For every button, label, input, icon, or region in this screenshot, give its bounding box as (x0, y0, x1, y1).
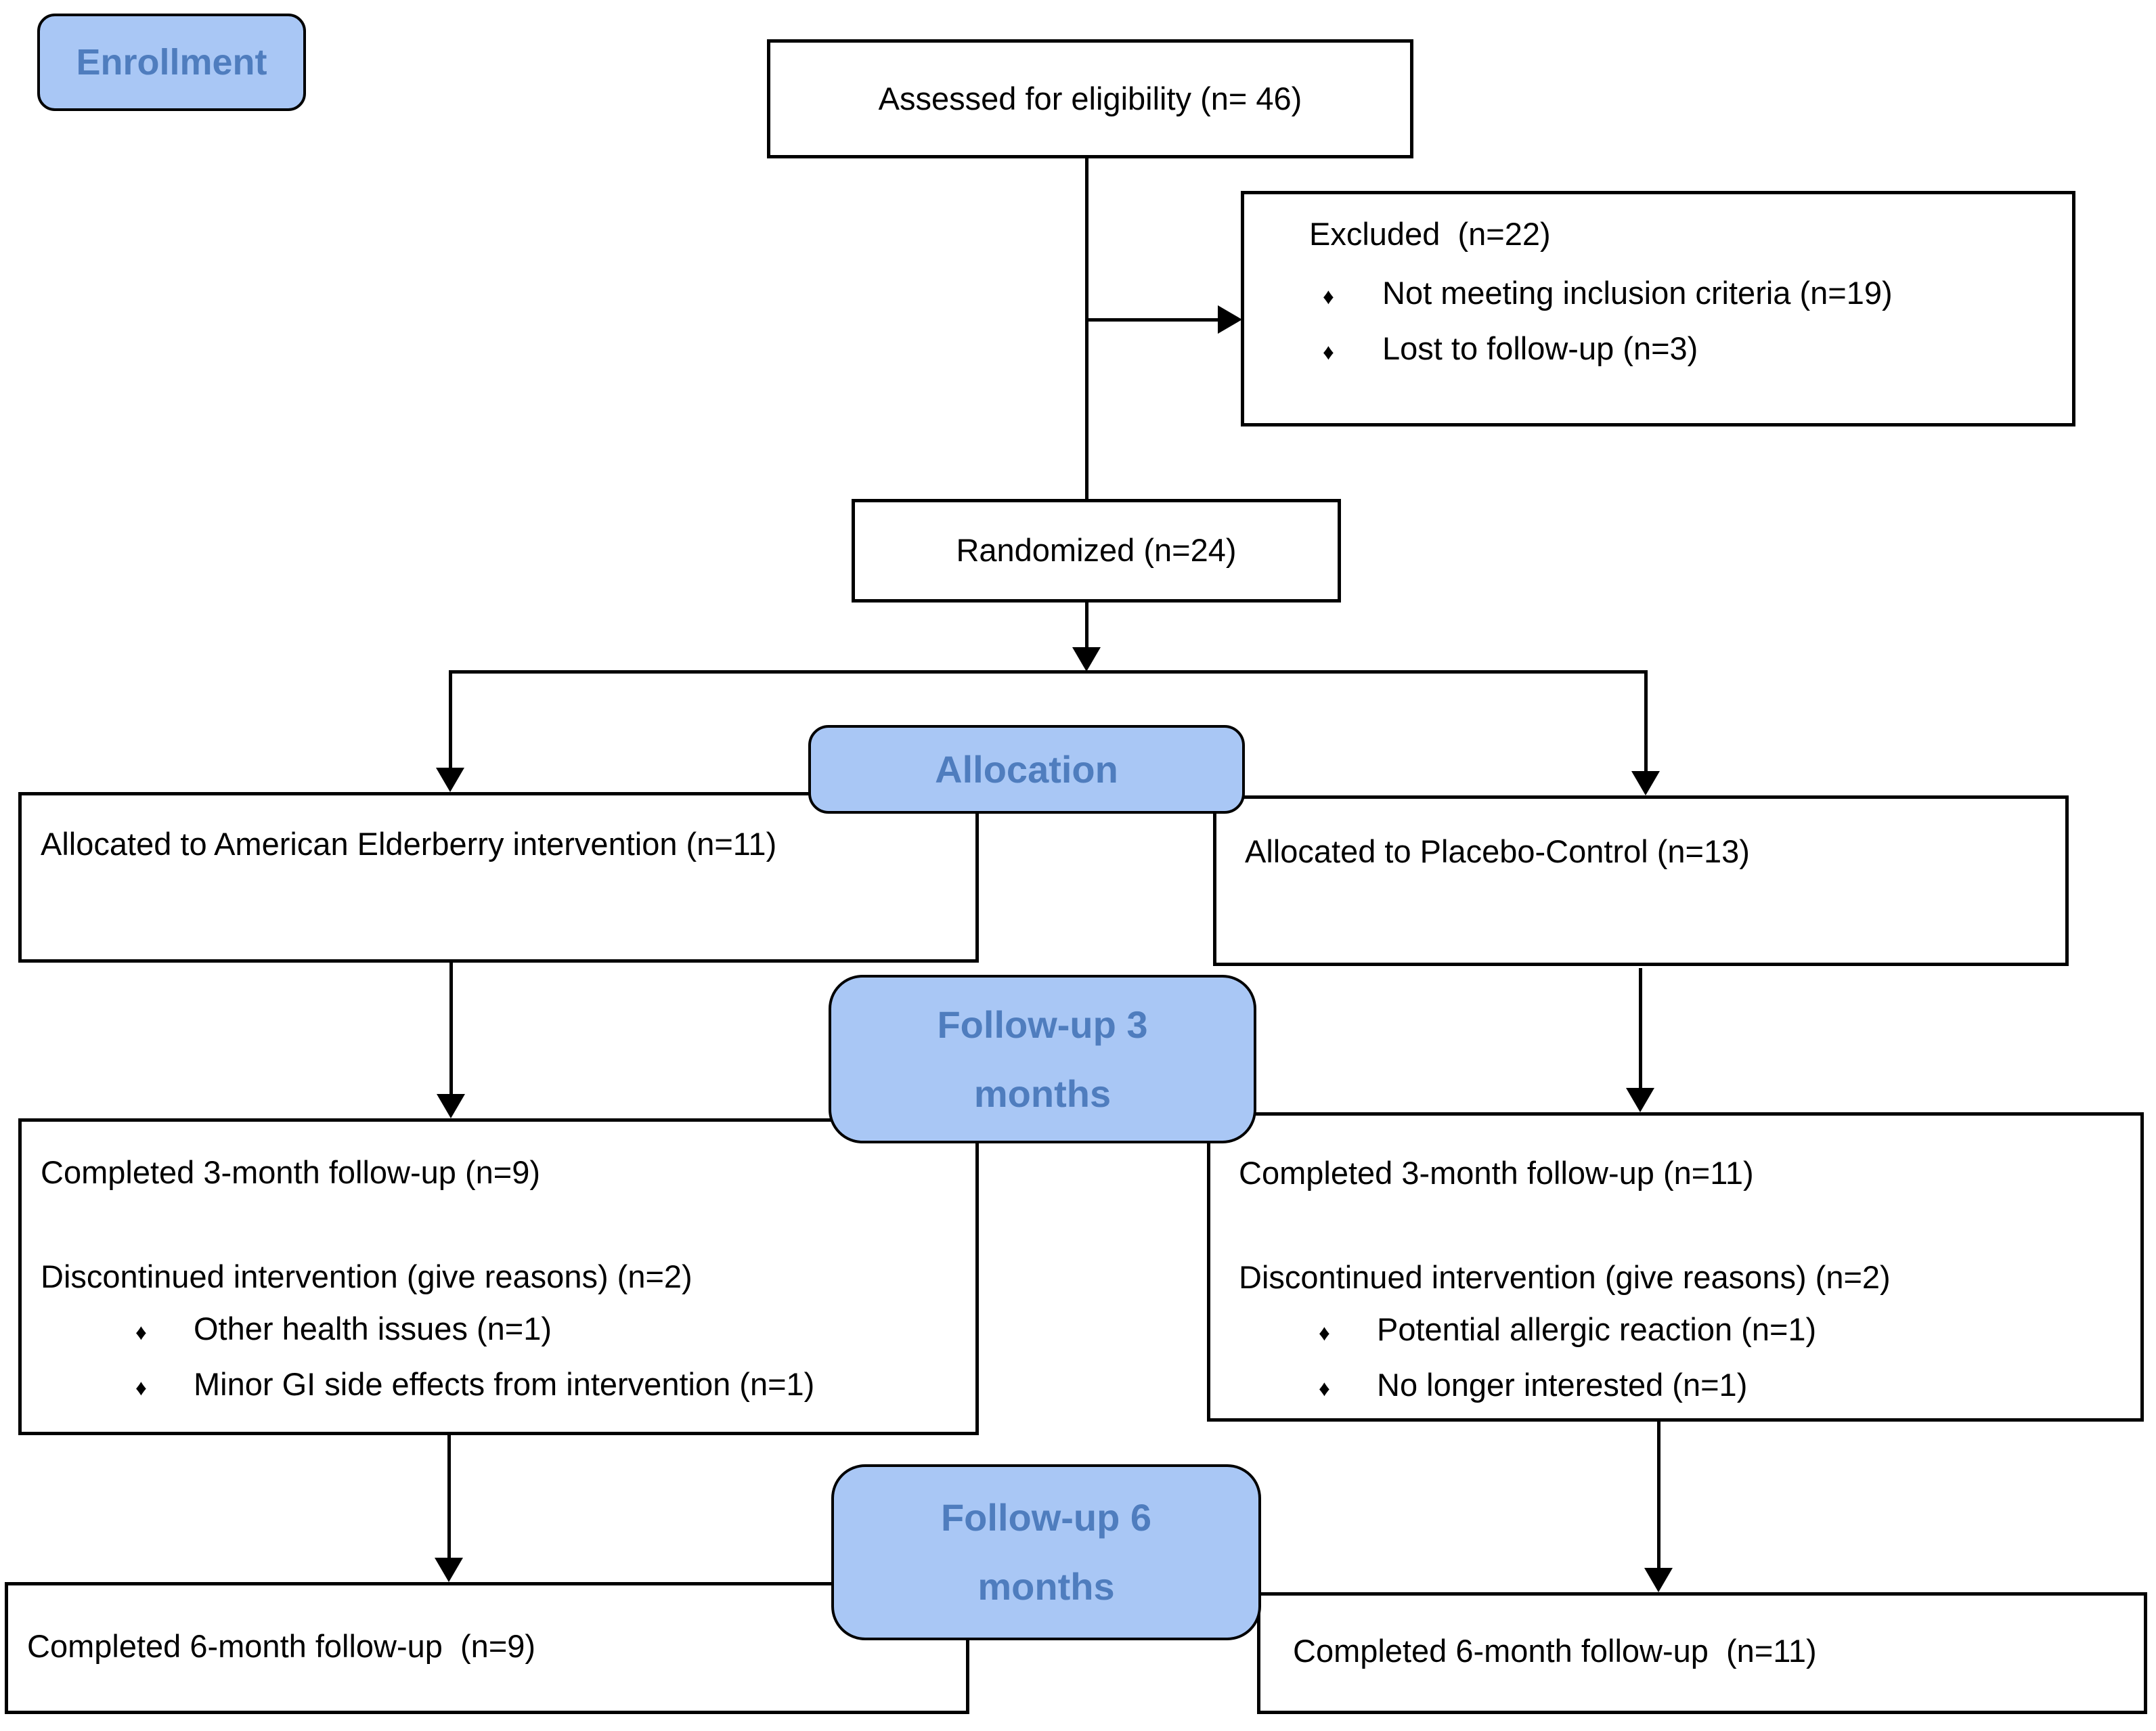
line-randomized-to-branch (1085, 602, 1088, 651)
bullet-diamond-icon: ♦ (1323, 339, 1334, 364)
stage-followup-3-months: Follow-up 3 months (829, 975, 1256, 1143)
arrowhead-followup6-right-icon (1644, 1568, 1673, 1592)
box-allocated-placebo: Allocated to Placebo-Control (n=13) (1213, 795, 2069, 966)
box-followup3-intervention: Completed 3-month follow-up (n=9) Discon… (18, 1118, 979, 1435)
arrowhead-followup3-left-icon (437, 1094, 465, 1118)
followup6-label-line1: Follow-up 6 (940, 1496, 1152, 1539)
arrowhead-followup3-right-icon (1626, 1088, 1654, 1112)
line-branch-right (1644, 670, 1648, 774)
arrowhead-allocated-right-icon (1631, 771, 1660, 795)
followup3-right-bullet-list: ♦ Potential allergic reaction (n=1) ♦ No… (1239, 1303, 2134, 1414)
enrollment-label: Enrollment (76, 42, 267, 83)
stage-enrollment: Enrollment (37, 14, 306, 111)
followup6-left-text: Completed 6-month follow-up (n=9) (27, 1628, 536, 1664)
followup3-right-line2: Discontinued intervention (give reasons)… (1239, 1259, 1891, 1295)
spacer (1239, 1199, 2134, 1251)
box-excluded: Excluded (n=22) ♦ Not meeting inclusion … (1241, 191, 2075, 426)
excluded-bullet-1: Not meeting inclusion criteria (n=19) (1382, 275, 1893, 311)
followup6-right-text: Completed 6-month follow-up (n=11) (1293, 1633, 1817, 1669)
allocated-placebo-text: Allocated to Placebo-Control (n=13) (1245, 833, 1750, 869)
line-branch-horizontal (449, 670, 1648, 674)
list-item: ♦ No longer interested (n=1) (1239, 1359, 2134, 1414)
arrowhead-branch-icon (1072, 647, 1101, 672)
followup3-label-line2: months (973, 1072, 1112, 1115)
spacer (41, 1198, 969, 1250)
excluded-bullet-2: Lost to follow-up (n=3) (1382, 330, 1698, 366)
list-item: ♦ Lost to follow-up (n=3) (1309, 322, 2059, 378)
list-item: ♦ Other health issues (n=1) (41, 1302, 969, 1358)
allocation-label: Allocation (935, 747, 1118, 791)
line-assessed-to-randomized (1085, 158, 1088, 500)
excluded-title: Excluded (n=22) (1309, 216, 1551, 252)
excluded-bullet-list: ♦ Not meeting inclusion criteria (n=19) … (1309, 267, 2059, 378)
bullet-diamond-icon: ♦ (135, 1375, 147, 1400)
followup3-left-line2: Discontinued intervention (give reasons)… (41, 1258, 692, 1294)
bullet-diamond-icon: ♦ (135, 1319, 147, 1344)
line-left-to-followup6 (447, 1435, 451, 1560)
followup3-right-line1: Completed 3-month follow-up (n=11) (1239, 1155, 1754, 1191)
stage-followup-6-months: Follow-up 6 months (831, 1464, 1261, 1640)
box-assessed: Assessed for eligibility (n= 46) (767, 39, 1413, 158)
line-right-to-followup6 (1657, 1422, 1660, 1569)
followup3-left-bullet-list: ♦ Other health issues (n=1) ♦ Minor GI s… (41, 1302, 969, 1414)
allocated-intervention-text: Allocated to American Elderberry interve… (41, 826, 777, 862)
followup6-label-line2: months (977, 1565, 1115, 1608)
bullet-diamond-icon: ♦ (1319, 1320, 1330, 1345)
bullet-diamond-icon: ♦ (1319, 1376, 1330, 1401)
bullet-diamond-icon: ♦ (1323, 284, 1334, 309)
followup3-left-line1: Completed 3-month follow-up (n=9) (41, 1154, 541, 1190)
stage-allocation: Allocation (808, 725, 1245, 814)
followup3-right-bullet-2: No longer interested (n=1) (1377, 1367, 1748, 1403)
list-item: ♦ Not meeting inclusion criteria (n=19) (1309, 267, 2059, 322)
arrowhead-allocated-left-icon (436, 768, 464, 792)
box-followup3-placebo: Completed 3-month follow-up (n=11) Disco… (1207, 1112, 2144, 1422)
list-item: ♦ Minor GI side effects from interventio… (41, 1358, 969, 1414)
followup3-label-line1: Follow-up 3 (937, 1003, 1148, 1046)
followup3-left-bullet-1: Other health issues (n=1) (194, 1311, 552, 1346)
followup3-right-bullet-1: Potential allergic reaction (n=1) (1377, 1311, 1817, 1347)
box-allocated-intervention: Allocated to American Elderberry interve… (18, 792, 979, 963)
box-followup6-intervention: Completed 6-month follow-up (n=9) (5, 1582, 969, 1714)
box-followup6-placebo: Completed 6-month follow-up (n=11) (1257, 1592, 2147, 1714)
randomized-text: Randomized (n=24) (956, 532, 1237, 569)
assessed-text: Assessed for eligibility (n= 46) (878, 80, 1302, 116)
box-randomized: Randomized (n=24) (852, 499, 1341, 602)
list-item: ♦ Potential allergic reaction (n=1) (1239, 1303, 2134, 1359)
followup3-left-bullet-2: Minor GI side effects from intervention … (194, 1366, 815, 1402)
line-left-to-followup3 (449, 963, 453, 1097)
arrowhead-excluded-icon (1218, 305, 1242, 334)
line-to-excluded (1086, 318, 1219, 322)
arrowhead-followup6-left-icon (435, 1558, 463, 1582)
line-right-to-followup3 (1639, 968, 1642, 1091)
line-branch-left (449, 670, 452, 770)
